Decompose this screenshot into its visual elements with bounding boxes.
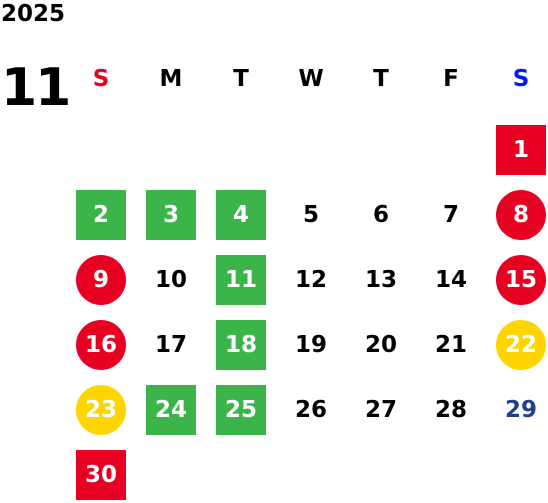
day-cell: 13 <box>364 267 397 293</box>
day-cell: 2 <box>76 190 126 240</box>
day-cell: 6 <box>372 202 389 228</box>
day-cell: 11 <box>216 255 266 305</box>
year-label: 2025 <box>1 1 66 27</box>
day-cell: 20 <box>364 332 397 358</box>
day-cell: 4 <box>216 190 266 240</box>
day-cell: 29 <box>504 397 537 423</box>
weekday-sunday: S <box>92 66 110 92</box>
day-cell: 26 <box>294 397 327 423</box>
day-cell: 8 <box>496 190 546 240</box>
day-cell: 24 <box>146 385 196 435</box>
weekday-wednesday: W <box>298 66 324 92</box>
day-cell: 22 <box>496 320 546 370</box>
weekday-friday: F <box>443 66 459 92</box>
day-cell: 18 <box>216 320 266 370</box>
day-cell: 15 <box>496 255 546 305</box>
day-cell: 7 <box>442 202 459 228</box>
day-cell: 1 <box>496 125 546 175</box>
weekday-monday: M <box>159 66 183 92</box>
day-cell: 5 <box>302 202 319 228</box>
day-cell: 28 <box>434 397 467 423</box>
weekday-tuesday: T <box>233 66 249 92</box>
day-cell: 25 <box>216 385 266 435</box>
day-cell: 10 <box>154 267 187 293</box>
day-cell: 9 <box>76 255 126 305</box>
day-cell: 27 <box>364 397 397 423</box>
day-cell: 21 <box>434 332 467 358</box>
day-cell: 12 <box>294 267 327 293</box>
day-cell: 23 <box>76 385 126 435</box>
day-cell: 17 <box>154 332 187 358</box>
day-cell: 30 <box>76 450 126 500</box>
day-cell: 16 <box>76 320 126 370</box>
weekday-saturday: S <box>512 66 530 92</box>
weekday-thursday: T <box>373 66 389 92</box>
day-cell: 14 <box>434 267 467 293</box>
day-cell: 19 <box>294 332 327 358</box>
month-label: 11 <box>1 58 71 118</box>
day-cell: 3 <box>146 190 196 240</box>
